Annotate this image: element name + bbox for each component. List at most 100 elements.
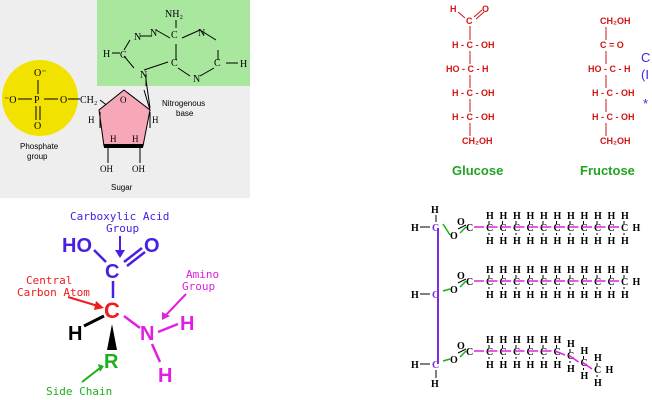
ester-carbon-2: C (466, 347, 473, 358)
amino-nitrogen: N (140, 323, 154, 345)
ester-oxygen-0: O (450, 231, 458, 242)
chain-bond-2-6 (554, 350, 566, 356)
chain-h-top-2-4: H (540, 335, 548, 346)
amine-group: NH₂ (165, 9, 183, 20)
chain-h-bottom-1-10: H (621, 290, 629, 301)
sugar-h-3: H (110, 134, 117, 144)
chain-h-bottom-2-3: H (527, 360, 535, 371)
fructose-row-5: H - C - OH (592, 112, 635, 122)
nucleotide-diagram: O⁻ ⁻O P O O CH₂ Phosphate group O H H H … (0, 0, 250, 198)
ester-oxygen-2: O (450, 355, 458, 366)
fructose-row-3: HO - C - H (588, 64, 631, 74)
chain-h-top-0-2: H (513, 211, 521, 222)
chain-carbon-1-2: C (513, 277, 520, 288)
chain-terminal-h-2: H (606, 365, 614, 376)
chain-h-top-1-1: H (500, 265, 508, 276)
ester-carbon-0: C (466, 223, 473, 234)
side-chain-arrowhead (98, 364, 104, 372)
chain-h-top-0-10: H (621, 211, 629, 222)
chain-carbon-2-2: C (513, 347, 520, 358)
chain-h-bottom-2-6: H (567, 364, 575, 375)
sugar-oh-right: OH (132, 164, 145, 174)
phosphate-top-oxygen: O⁻ (34, 68, 47, 79)
chain-h-bottom-0-10: H (621, 236, 629, 247)
carbonyl-bond-2 (457, 348, 467, 354)
phosphate-left-oxygen: ⁻O (4, 95, 17, 106)
chain-h-top-0-6: H (567, 211, 575, 222)
chain-h-top-0-5: H (554, 211, 562, 222)
chain-h-top-0-4: H (540, 211, 548, 222)
chain-h-bottom-0-1: H (500, 236, 508, 247)
chain-carbon-2-1: C (500, 347, 507, 358)
amino-arrow (165, 293, 187, 316)
base-carbon-mid: C (171, 58, 178, 69)
carboxyl-label-line1: Carboxylic Acid (70, 210, 169, 223)
glucose-aldehyde-o: O (482, 4, 489, 14)
chain-h-top-2-2: H (513, 335, 521, 346)
glycerol-h-1: H (411, 223, 419, 234)
ester-carbon-1: C (466, 277, 473, 288)
carbonyl-bond-1 (457, 278, 467, 284)
chain-h-bottom-2-1: H (500, 360, 508, 371)
glucose-row-3: HO - C - H (446, 64, 489, 74)
fructose-row-1: CH₂OH (600, 16, 631, 26)
chain-carbon-1-8: C (594, 277, 601, 288)
chain-h-bottom-2-2: H (513, 360, 521, 371)
side-chain-label: Side Chain (46, 385, 112, 398)
base-nitrogen-2: N (198, 28, 205, 39)
base-carbon-right: C (214, 58, 221, 69)
ch2-group: CH₂ (80, 95, 97, 106)
fructose-row-6: CH₂OH (600, 136, 631, 146)
chain-h-bottom-0-2: H (513, 236, 521, 247)
glycerol-h-bottom: H (431, 379, 439, 390)
base-bonds (112, 20, 238, 86)
side-chain-arrow (81, 367, 101, 383)
sugar-h-4: H (132, 134, 139, 144)
chain-h-bottom-0-7: H (581, 236, 589, 247)
carbonyl-oxygen-1: O (457, 271, 465, 282)
chain-carbon-1-6: C (567, 277, 574, 288)
chain-carbon-0-3: C (527, 223, 534, 234)
chain-carbon-1-1: C (500, 277, 507, 288)
chain-h-bottom-0-0: H (486, 236, 494, 247)
central-carbon-label-line2: Carbon Atom (17, 286, 90, 299)
chain-h-top-1-9: H (608, 265, 616, 276)
carbonyl-oxygen-2: O (457, 341, 465, 352)
cropped-edge-text-2: (I (641, 67, 649, 82)
chain-carbon-0-7: C (581, 223, 588, 234)
chain-h-bottom-2-5: H (554, 360, 562, 371)
phosphate-label-line2: group (27, 152, 48, 161)
glycerol-h-top: H (431, 205, 439, 216)
glycerol-atoms: H H C H C H C H (411, 205, 439, 390)
carboxyl-arrowhead (115, 250, 125, 258)
chain-h-top-1-10: H (621, 265, 629, 276)
carbonyl-carbon: C (105, 261, 119, 283)
ester-link-bond-2 (442, 358, 451, 362)
chain-carbon-0-1: C (500, 223, 507, 234)
chain-h-bottom-1-2: H (513, 290, 521, 301)
base-h-left: H (103, 49, 110, 60)
alpha-hydrogen: H (68, 323, 82, 345)
chain-carbon-0-0: C (486, 223, 493, 234)
ester-bond-1 (459, 280, 467, 288)
chain-h-bottom-1-7: H (581, 290, 589, 301)
carbonyl-oxygen-0: O (457, 217, 465, 228)
chain-bond-2-7 (568, 354, 579, 363)
chain-carbon-2-3: C (527, 347, 534, 358)
chain-carbon-2-8: C (594, 365, 601, 376)
glucose-aldehyde-c: C (466, 16, 473, 26)
chain-h-bottom-1-0: H (486, 290, 494, 301)
central-carbon-arrow (67, 296, 99, 307)
carboxyl-bonds (93, 247, 146, 298)
chain-h-top-2-1: H (500, 335, 508, 346)
phosphate-atom: P (34, 95, 40, 106)
amino-hydrogen-2: H (158, 365, 172, 387)
chain-h-bottom-0-8: H (594, 236, 602, 247)
glycerol-c-1: C (432, 223, 439, 234)
chain-h-top-1-2: H (513, 265, 521, 276)
phosphate-bottom-oxygen: O (34, 121, 41, 132)
side-chain-wedge (107, 324, 117, 350)
ester-link-bond-0 (442, 223, 451, 236)
